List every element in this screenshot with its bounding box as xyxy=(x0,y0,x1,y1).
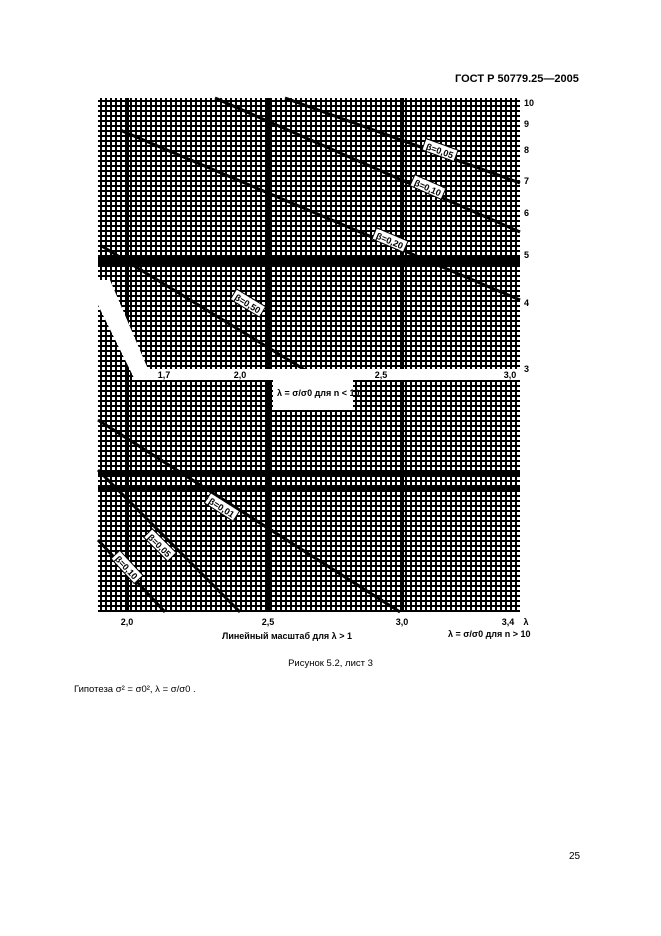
grid-area xyxy=(98,98,520,612)
right-axis-tick: 5 xyxy=(524,250,529,260)
major-gridline xyxy=(266,98,270,612)
right-axis-tick: 9 xyxy=(524,119,529,129)
major-gridline xyxy=(400,98,404,612)
major-gridline xyxy=(98,255,520,260)
page-number: 25 xyxy=(569,851,581,862)
bottom-scale-tick: 3,0 xyxy=(396,617,409,627)
curve-label-box xyxy=(421,137,459,163)
right-axis-tick: 3 xyxy=(524,364,529,374)
upper-scale-tick: 3,0 xyxy=(504,370,517,380)
bottom-scale-label: Линейный масштаб для λ > 1 xyxy=(222,631,352,641)
right-axis-tick: 4 xyxy=(524,298,529,308)
curve-upper xyxy=(214,96,521,234)
bottom-axis-symbol: λ xyxy=(523,617,528,627)
curve-label-box xyxy=(110,549,144,585)
curve-upper xyxy=(99,243,306,372)
upper-label-box xyxy=(273,380,353,410)
curve-label-box xyxy=(409,174,447,200)
curve-lower xyxy=(97,418,401,614)
hypothesis-text: Гипотеза σ² = σ0², λ = σ/σ0 . xyxy=(74,684,196,695)
curve-upper xyxy=(119,128,521,302)
nomogram-chart: β=0,05β=0,10β=0,20β=0,50β=0,01β=0,05β=0,… xyxy=(96,96,534,627)
right-axis-tick: 8 xyxy=(524,145,529,155)
upper-scale-tick: 2,0 xyxy=(234,370,247,380)
curve-label-box xyxy=(143,528,177,562)
upper-scale-tick: 2,5 xyxy=(375,370,388,380)
bottom-scale-label-2: λ = σ/σ0 для n > 10 xyxy=(448,629,531,639)
major-gridline xyxy=(98,470,520,475)
major-gridline xyxy=(98,260,520,265)
curve-lower xyxy=(96,468,242,614)
right-axis-tick: 7 xyxy=(524,176,529,186)
curve-label-box xyxy=(229,288,267,318)
right-axis-tick: 10 xyxy=(524,98,534,108)
bottom-scale-tick: 2,5 xyxy=(262,617,275,627)
major-gridline xyxy=(98,485,520,490)
upper-scale-band xyxy=(98,280,520,380)
upper-scale-tick: 1,7 xyxy=(158,370,171,380)
curve-upper xyxy=(284,96,521,185)
right-axis-tick: 6 xyxy=(524,208,529,218)
upper-scale-label: λ = σ/σ0 для n < 10 xyxy=(277,388,360,398)
bottom-scale-tick: 2,0 xyxy=(121,617,134,627)
document-header: ГОСТ Р 50779.25—2005 xyxy=(455,73,579,85)
curve-label-box xyxy=(203,492,241,522)
curve-label-box xyxy=(371,227,409,253)
bottom-scale-tick: 3,4 xyxy=(502,617,515,627)
figure-caption: Рисунок 5.2, лист 3 xyxy=(288,658,373,669)
